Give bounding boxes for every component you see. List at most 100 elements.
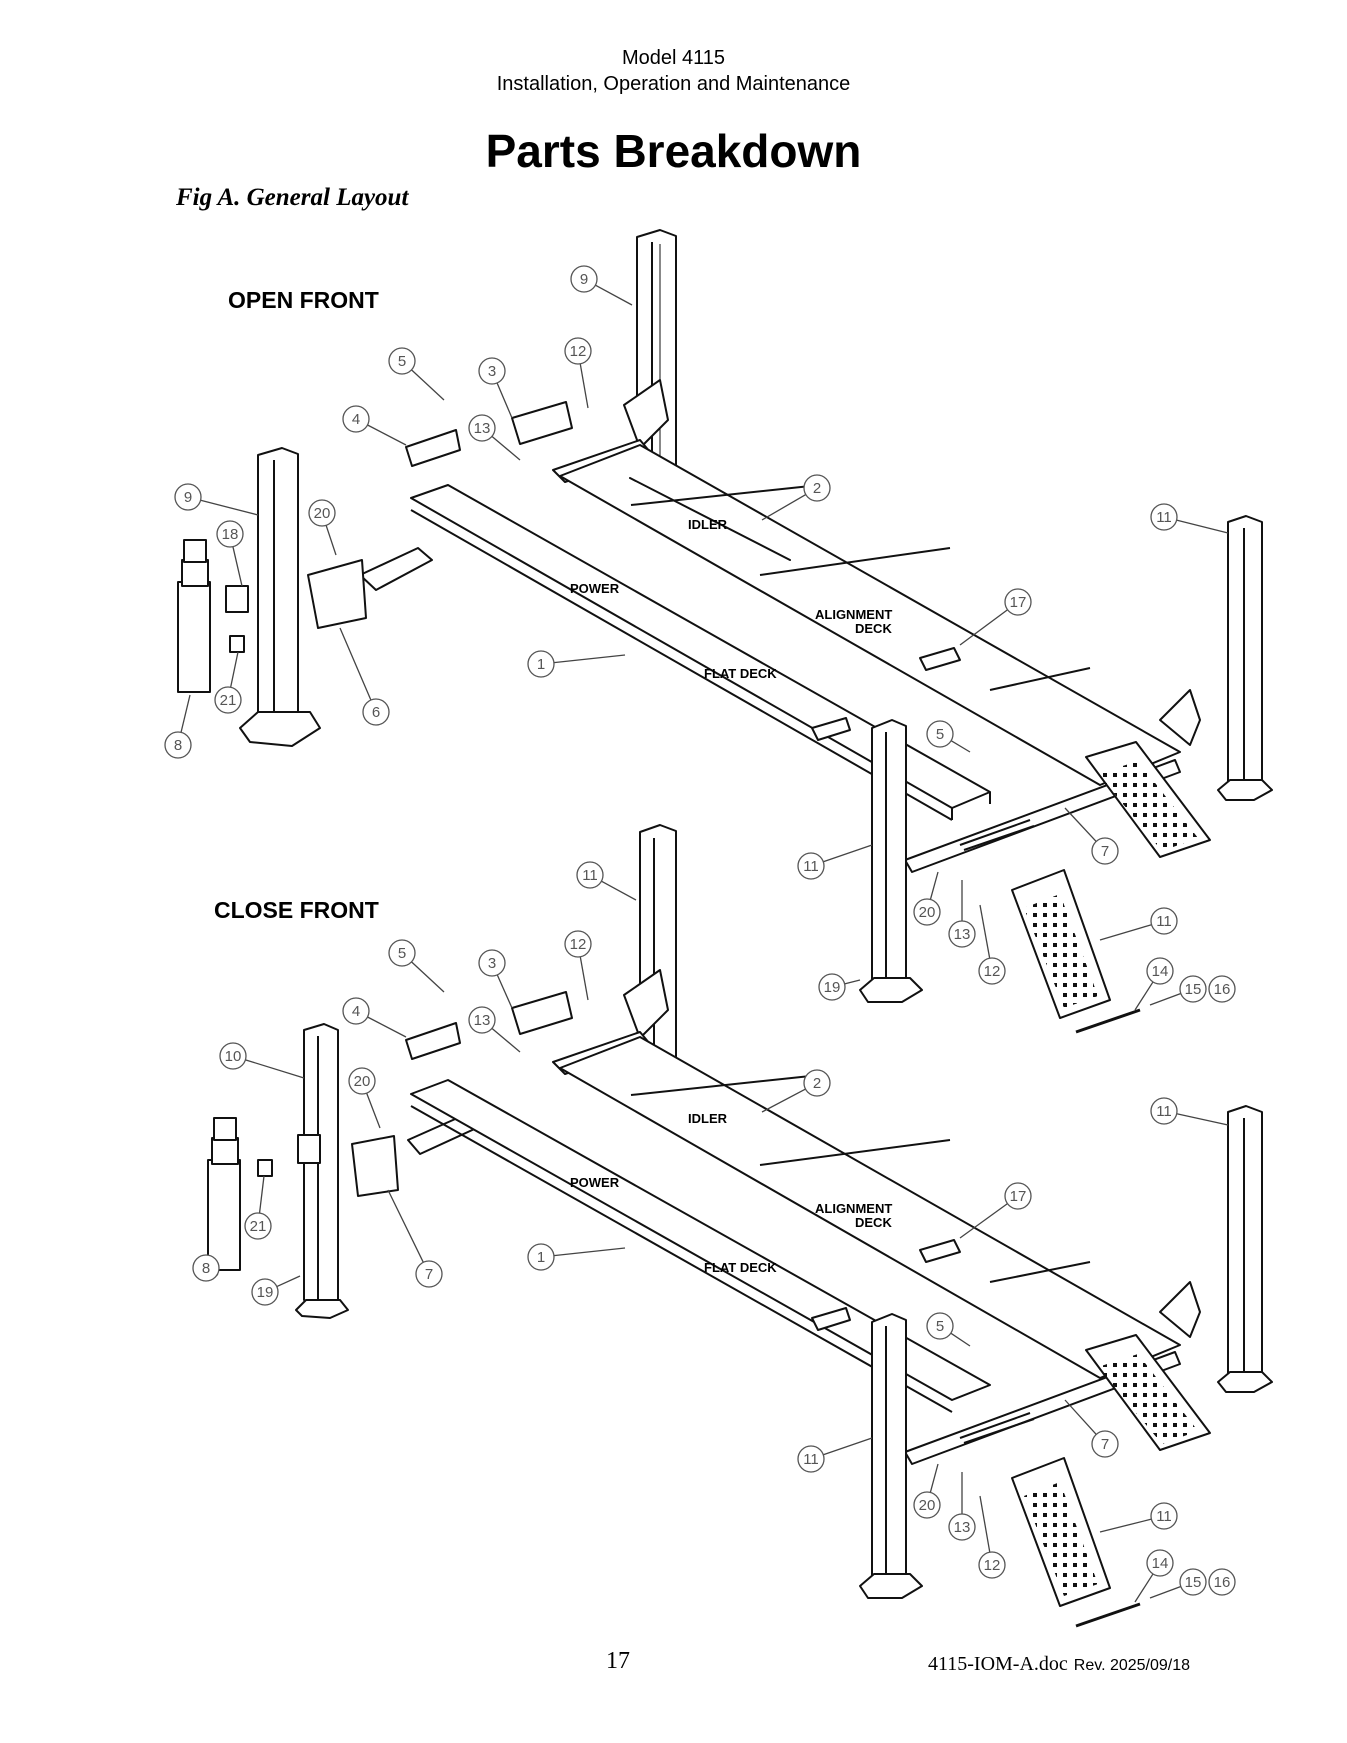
callout-circle — [478, 357, 506, 385]
callout-circle — [468, 414, 496, 442]
callout-open-c15: 15 — [1149, 975, 1207, 1006]
callout-open-c5b: 5 — [926, 720, 971, 753]
callout-number: 12 — [984, 963, 1001, 980]
callout-number: 14 — [1152, 963, 1169, 980]
drawing-labels: OPEN FRONT CLOSE FRONT IDLER POWER ALIGN… — [214, 287, 892, 1275]
callout-number: 8 — [202, 1260, 210, 1277]
leader-line — [496, 974, 513, 1009]
callout-number: 4 — [352, 411, 360, 428]
callout-open-c3: 3 — [478, 357, 513, 419]
callout-number: 19 — [257, 1284, 274, 1301]
leader-line — [367, 1016, 407, 1038]
callout-number: 13 — [474, 1012, 491, 1029]
callout-number: 11 — [1156, 913, 1172, 930]
leader-line — [950, 740, 971, 753]
ramp-loose — [1011, 869, 1111, 1019]
callout-circle — [948, 920, 976, 948]
callout-close-c12a: 12 — [564, 930, 592, 1001]
callout-circle — [1150, 1502, 1178, 1530]
label-flat-deck: FLAT DECK — [704, 1260, 777, 1275]
callout-close-c8: 8 — [192, 1254, 220, 1282]
callout-close-c11d: 11 — [1099, 1502, 1178, 1533]
callout-number: 4 — [352, 1003, 360, 1020]
callout-circle — [913, 898, 941, 926]
callout-number: 20 — [314, 505, 331, 522]
callout-number: 21 — [220, 692, 237, 709]
callout-number: 7 — [1101, 843, 1109, 860]
leader-line — [929, 871, 939, 900]
callout-number: 7 — [1101, 1436, 1109, 1453]
power-unit — [207, 1117, 241, 1271]
crossbeam-power — [307, 547, 433, 629]
leader-line — [553, 654, 626, 664]
callout-number: 5 — [398, 945, 406, 962]
callout-open-c18: 18 — [216, 520, 244, 587]
callout-circle — [1146, 1549, 1174, 1577]
callout-circle — [978, 957, 1006, 985]
leader-line — [366, 1092, 381, 1129]
callout-close-c7b: 7 — [1064, 1399, 1119, 1458]
callout-open-c9a: 9 — [570, 265, 633, 306]
callout-circle — [1091, 837, 1119, 865]
callout-close-c15: 15 — [1149, 1568, 1207, 1599]
label-deck: DECK — [855, 621, 892, 636]
callout-close-c5a: 5 — [388, 939, 445, 993]
callout-number: 16 — [1214, 981, 1231, 998]
callout-circle — [564, 337, 592, 365]
runway-idler — [559, 1036, 1181, 1379]
leader-line — [601, 880, 637, 901]
callout-open-c17: 17 — [959, 588, 1032, 646]
callout-number: 11 — [803, 1451, 819, 1468]
callout-circle — [1004, 588, 1032, 616]
leader-line — [491, 435, 521, 461]
callout-close-c4: 4 — [342, 997, 407, 1038]
leader-line — [1134, 1573, 1154, 1603]
leader-line — [232, 546, 243, 587]
callout-circle — [164, 731, 192, 759]
figure-caption: Fig A. General Layout — [176, 184, 409, 211]
callout-close-c11a: 11 — [576, 861, 637, 901]
leader-line — [1064, 1399, 1097, 1435]
callout-circle — [214, 686, 242, 714]
callout-number: 6 — [372, 704, 380, 721]
callout-number: 12 — [984, 1557, 1001, 1574]
leader-line — [387, 1189, 424, 1263]
callout-number: 12 — [570, 936, 587, 953]
callout-number: 1 — [537, 1249, 545, 1266]
callout-close-c11b: 11 — [1150, 1097, 1229, 1126]
callout-circle — [1146, 957, 1174, 985]
post-front-left — [859, 1313, 923, 1599]
callout-number: 17 — [1010, 594, 1027, 611]
callout-open-c20b: 20 — [913, 871, 941, 926]
callout-open-c1: 1 — [527, 650, 626, 678]
leader-line — [491, 1027, 521, 1053]
callout-number: 11 — [582, 867, 598, 884]
ramp-installed — [1085, 1334, 1211, 1451]
callout-open-c19: 19 — [818, 973, 861, 1001]
callout-number: 11 — [1156, 1103, 1172, 1120]
callout-circle — [978, 1551, 1006, 1579]
callout-number: 11 — [1156, 1508, 1172, 1525]
callout-open-c20a: 20 — [308, 499, 337, 556]
callout-circle — [388, 347, 416, 375]
leader-line — [258, 1175, 265, 1214]
callout-close-c20b: 20 — [913, 1463, 941, 1519]
callout-circle — [415, 1260, 443, 1288]
page-title: Parts Breakdown — [485, 125, 862, 177]
callout-circle — [926, 720, 954, 748]
power-unit — [177, 539, 211, 693]
callout-number: 14 — [1152, 1555, 1169, 1572]
callout-circle — [527, 1243, 555, 1271]
callout-close-c1: 1 — [527, 1243, 626, 1271]
leader-line — [579, 956, 589, 1001]
callout-close-c3: 3 — [478, 949, 513, 1009]
callout-number: 2 — [813, 480, 821, 497]
callout-circle — [251, 1278, 279, 1306]
callout-number: 9 — [580, 271, 588, 288]
leader-line — [230, 651, 239, 688]
callout-close-c13b: 13 — [948, 1472, 976, 1541]
callout-close-c21: 21 — [244, 1175, 272, 1240]
callout-circle — [478, 949, 506, 977]
page-number: 17 — [606, 1648, 630, 1674]
leader-line — [1149, 1585, 1182, 1599]
